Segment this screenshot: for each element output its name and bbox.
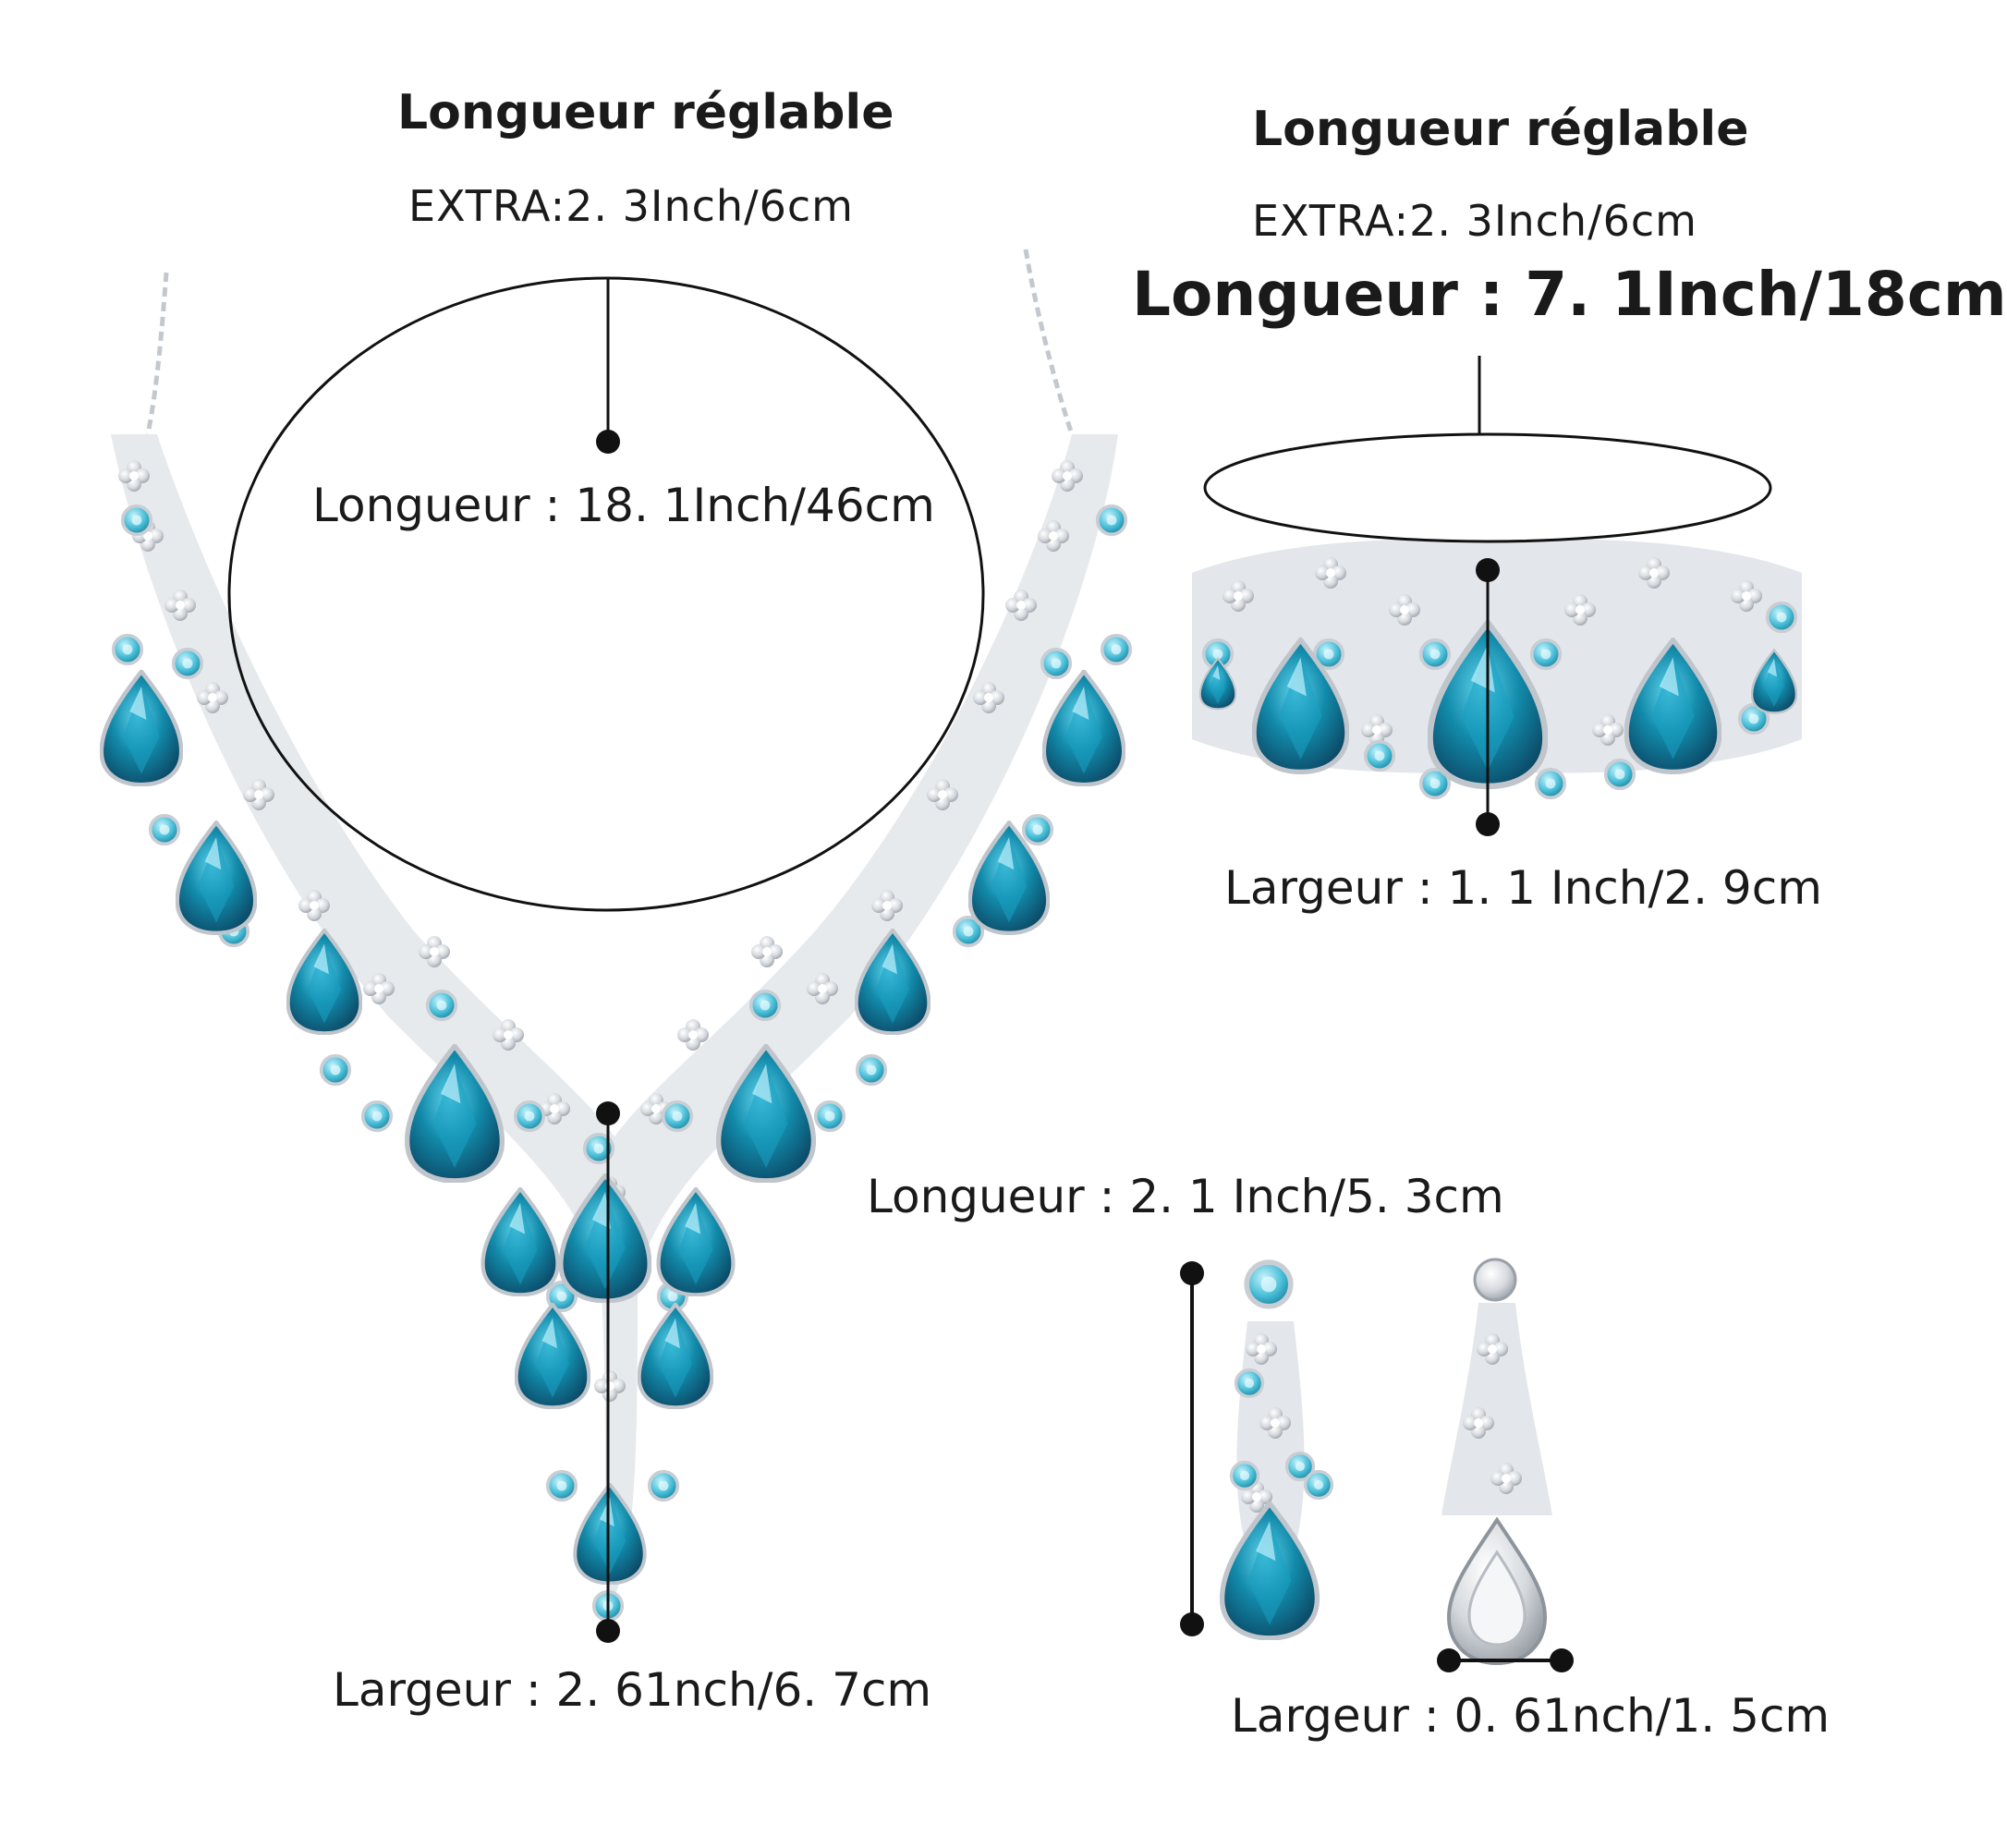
earring-width-label: Largeur : 0. 61nch/1. 5cm	[1231, 1689, 1831, 1743]
necklace-extra-length: EXTRA:2. 3Inch/6cm	[408, 181, 854, 231]
bracelet-body	[1192, 539, 1802, 800]
bracelet-measure-dots	[1476, 558, 1500, 836]
bracelet-measure-lines	[1203, 356, 1772, 824]
bracelet-length-label: Longueur : 7. 1Inch/18cm	[1132, 259, 2007, 330]
necklace-metal-body	[111, 434, 1118, 1608]
earring-front	[1222, 1262, 1334, 1638]
necklace-width-label: Largeur : 2. 61nch/6. 7cm	[333, 1663, 932, 1717]
bracelet-extra-length: EXTRA:2. 3Inch/6cm	[1252, 196, 1697, 246]
jewelry-illustration	[0, 249, 1802, 1672]
necklace-chain	[145, 249, 1075, 435]
necklace-length-label: Longueur : 18. 1Inch/46cm	[312, 479, 935, 532]
bracelet-width-label: Largeur : 1. 1 Inch/2. 9cm	[1224, 861, 1822, 915]
bracelet-adjustable-title: Longueur réglable	[1252, 102, 1749, 157]
earring-back	[1441, 1258, 1552, 1666]
product-dimension-infographic: Longueur réglable EXTRA:2. 3Inch/6cm Lon…	[0, 85, 2007, 1743]
earring-length-label: Longueur : 2. 1 Inch/5. 3cm	[867, 1170, 1504, 1223]
necklace-measure-lines	[227, 276, 985, 1631]
necklace-adjustable-title: Longueur réglable	[397, 85, 894, 140]
earring-measure-dots	[1180, 1261, 1574, 1672]
earring-measure-lines	[1190, 1273, 1562, 1662]
necklace-measure-dots	[596, 430, 620, 1643]
